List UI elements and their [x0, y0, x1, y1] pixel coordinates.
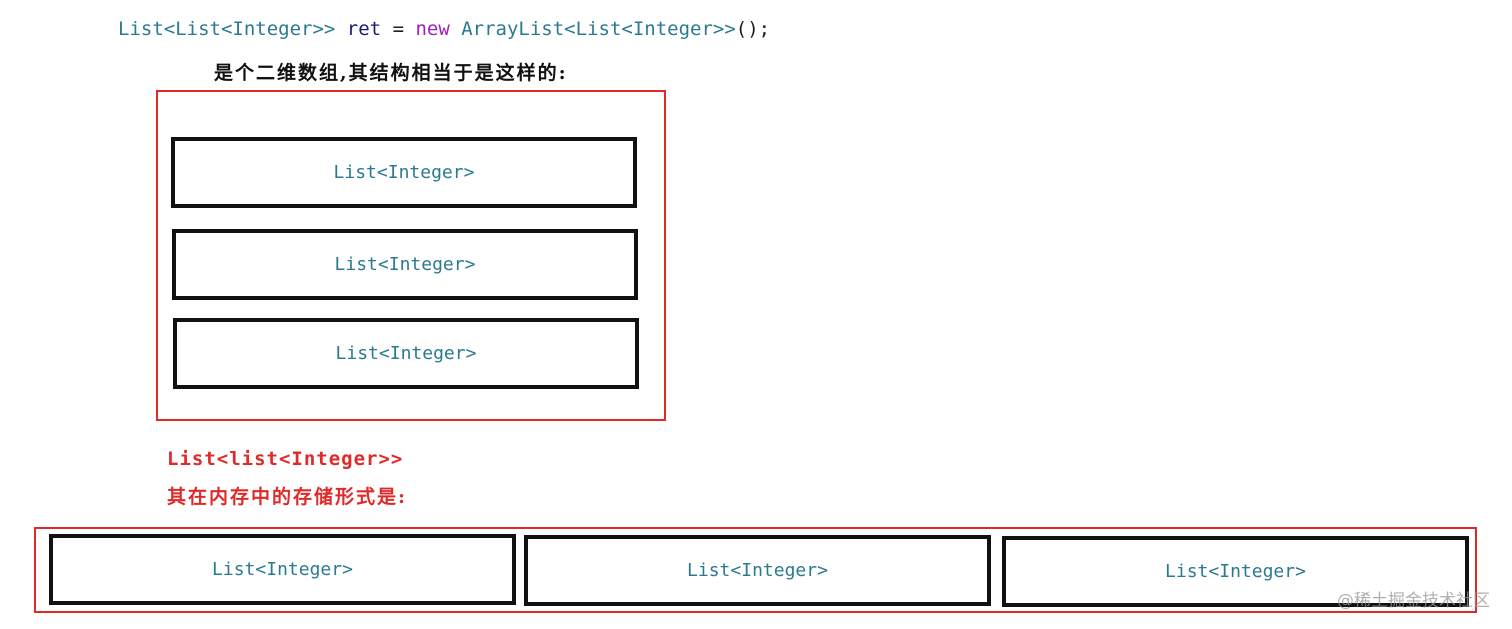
code-space: [335, 18, 346, 40]
vertical-list-box-3: List<Integer>: [173, 318, 639, 389]
vertical-list-box-label: List<Integer>: [334, 254, 476, 275]
horizontal-list-box-1: List<Integer>: [49, 534, 516, 605]
code-variable: ret: [346, 18, 382, 40]
code-type-declaration: List<List<Integer>>: [118, 18, 336, 40]
horizontal-list-box-label: List<Integer>: [687, 560, 828, 581]
code-keyword-new: new: [415, 18, 450, 40]
two-dimensional-structure-frame: [156, 90, 666, 421]
structure-caption: 是个二维数组,其结构相当于是这样的:: [214, 62, 568, 84]
site-watermark: @稀土掘金技术社区: [1337, 591, 1490, 611]
vertical-list-box-label: List<Integer>: [335, 343, 477, 364]
memory-caption-type: List<list<Integer>>: [167, 448, 404, 470]
code-constructor-type: ArrayList<List<Integer>>: [461, 18, 736, 40]
vertical-list-box-1: List<Integer>: [171, 137, 637, 208]
horizontal-list-box-3: List<Integer>: [1002, 536, 1469, 607]
code-call-end: ();: [735, 18, 771, 40]
memory-caption-text: 其在内存中的存储形式是:: [167, 486, 408, 508]
horizontal-list-box-label: List<Integer>: [1165, 561, 1306, 582]
code-statement: List<List<Integer>> ret = new ArrayList<…: [118, 16, 770, 42]
code-assign: =: [381, 18, 416, 40]
code-space: [450, 18, 461, 40]
vertical-list-box-2: List<Integer>: [172, 229, 638, 300]
horizontal-list-box-2: List<Integer>: [524, 535, 991, 606]
memory-layout-frame: [34, 527, 1477, 613]
vertical-list-box-label: List<Integer>: [333, 162, 475, 183]
horizontal-list-box-label: List<Integer>: [212, 559, 353, 580]
